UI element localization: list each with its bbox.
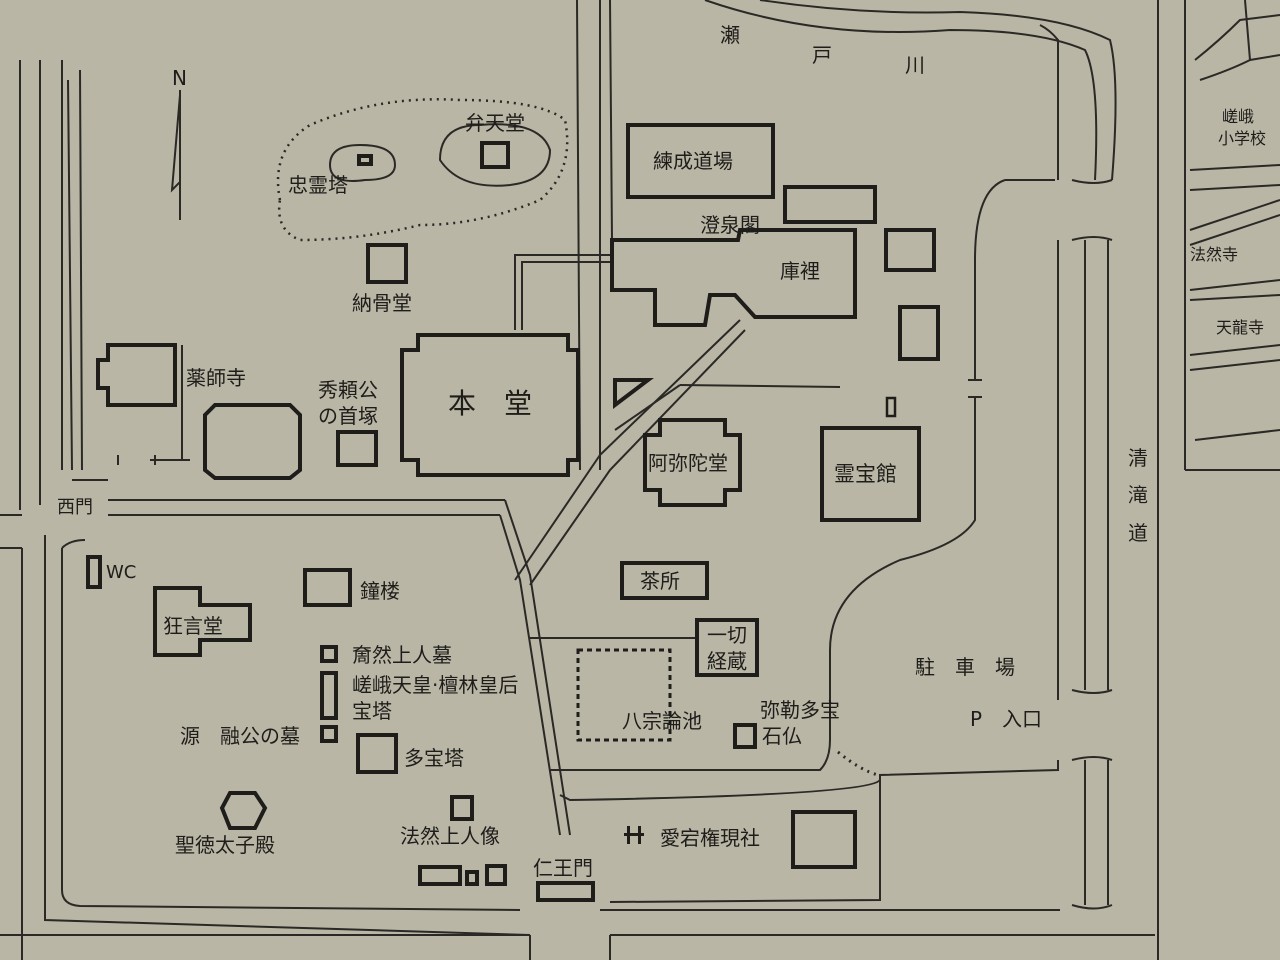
churei-to-building [357,154,373,166]
wc-building [86,555,102,589]
hondo-building [400,333,580,477]
seto-river [704,0,1117,910]
label-reiho-kan: 霊宝館 [834,462,897,486]
label-hideyori-1: 秀頼公 [318,378,378,402]
label-chasho: 茶所 [640,569,680,593]
label-atago: 愛宕権現社 [660,826,760,850]
kuri-building [610,228,857,327]
label-hideyori-2: の首塚 [318,404,378,428]
tahoto-building [356,733,398,774]
inset-label-tenryu-ji: 天龍寺 [1216,318,1264,337]
label-chosen-kaku: 澄泉閣 [700,213,760,237]
label-nio-mon: 仁王門 [533,856,593,880]
chosen-kaku-building [783,185,877,224]
label-saga-1: 嵯峨天皇·檀林皇后 [352,673,518,697]
label-honen-zo: 法然上人像 [400,824,500,848]
north-label: N [172,66,187,90]
label-entrance: P 入口 [970,707,1042,731]
label-seto-3: 川 [905,53,925,77]
label-kyogen-do: 狂言堂 [163,614,223,638]
atago-shrine-building [791,810,857,869]
label-nokotsu-do: 納骨堂 [352,291,412,315]
nio-mon-building [536,881,595,902]
honen-statue [450,795,474,821]
label-shotoku: 聖徳太子殿 [175,833,275,857]
label-chonen-bo: 奝然上人墓 [352,643,452,667]
saga-hoto [320,671,338,720]
nokotsu-do-building [366,243,408,284]
benten-pond [276,98,569,242]
hasshu-ronchi-pond [576,648,672,742]
label-seiryu-3: 道 [1128,521,1148,545]
buildings [86,123,940,902]
east-building-2 [898,305,940,361]
shotoku-den-building [219,791,268,830]
label-churei-to: 忠霊塔 [288,173,348,197]
miroku-stone-buddha [733,723,757,749]
north-arrow-icon: N [170,66,187,220]
label-amida-do: 阿弥陀堂 [648,451,728,475]
reiho-kan-building [820,426,921,522]
chasho-building [620,561,709,600]
label-wc: WC [106,562,136,583]
label-seto-1: 瀬 [720,23,740,47]
label-minamoto: 源 融公の墓 [180,724,300,748]
shoro-building [303,568,352,607]
south-building-1 [418,865,462,886]
label-issai-2: 経蔵 [707,649,747,673]
label-miroku-1: 弥勒多宝 [760,698,840,722]
label-rensei-dojo: 練成道場 [653,149,733,173]
label-seiryu-1: 清 [1128,446,1148,470]
rensei-dojo-building [626,123,775,199]
issai-kyozo-building [695,618,759,677]
amida-do-building [643,418,742,507]
labels: 瀬 戸 川 弁天堂 忠霊塔 練成道場 澄泉閣 庫裡 納骨堂 薬師寺 秀頼公 の首… [57,23,1148,880]
inset-map: 嵯峨 小学校 法然寺 天龍寺 [1189,0,1280,441]
label-miroku-2: 石仏 [762,724,802,748]
inset-label-saga: 嵯峨 [1222,107,1254,126]
yakushi-ji-building [96,343,177,407]
minamoto-grave [320,725,338,743]
yakushi-main-building [203,403,302,480]
label-nishi-mon: 西門 [57,497,93,518]
label-issai-1: 一切 [707,623,747,647]
inset-label-honen-ji: 法然寺 [1190,245,1238,264]
bentendo-building [480,141,510,169]
label-seiryu-2: 滝 [1128,483,1148,507]
label-shoro: 鐘楼 [360,579,400,603]
triangle-plot [613,378,654,410]
label-hondo: 本 堂 [448,387,532,420]
hideyori-grave [336,430,378,467]
inset-label-school: 小学校 [1218,129,1266,148]
label-hasshu-ronchi: 八宗論池 [622,709,702,733]
label-yakushi-ji: 薬師寺 [186,366,246,390]
label-seto-2: 戸 [812,43,832,67]
label-saga-2: 宝塔 [352,699,392,723]
label-kuri: 庫裡 [780,259,820,283]
kyogen-do-building [153,586,252,657]
east-building-1 [884,228,936,272]
label-bentendo: 弁天堂 [465,111,525,135]
label-chusha-jo: 駐 車 場 [915,655,1015,679]
chonen-grave [320,645,338,663]
label-tahoto: 多宝塔 [404,746,464,770]
